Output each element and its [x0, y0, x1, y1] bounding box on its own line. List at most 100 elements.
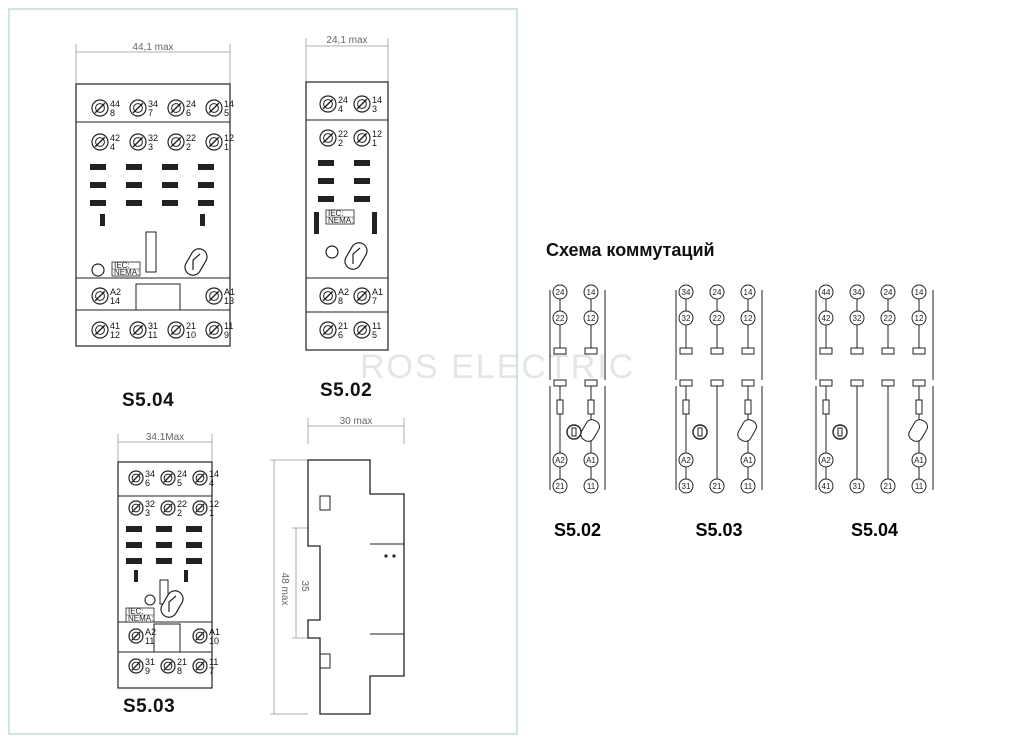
s503-terminal: 245 — [160, 469, 187, 488]
s503-terminal: 346 — [128, 469, 155, 488]
scheme-pin-label: 22 — [556, 314, 565, 323]
terminal-code: A1 — [372, 287, 383, 297]
scheme-pin-label: 12 — [587, 314, 596, 323]
scheme-pin-label: 11 — [587, 482, 596, 491]
s503-terminal: 121 — [192, 499, 219, 518]
label-s502: S5.02 — [320, 380, 373, 401]
scheme-pin-label: 12 — [744, 314, 753, 323]
terminal-number: 6 — [338, 330, 343, 340]
svg-text:NEMA:: NEMA: — [128, 614, 153, 623]
scheme-pin-label: 22 — [884, 314, 893, 323]
scheme-pin — [880, 284, 896, 300]
scheme-pin — [552, 452, 568, 468]
contact-slot — [90, 164, 106, 170]
label-s503: S5.03 — [123, 696, 176, 717]
terminal-number: 4 — [209, 478, 214, 488]
s503-terminal: 319 — [128, 657, 155, 676]
scheme-title: Схема коммутаций — [546, 240, 715, 260]
scheme-pin — [552, 310, 568, 326]
terminal-code: 31 — [148, 321, 158, 331]
s504-terminal: 121 — [205, 133, 234, 152]
terminal-code: 24 — [338, 95, 348, 105]
terminal-number: 2 — [177, 508, 182, 518]
side-height-dim: 48 max — [279, 573, 290, 606]
s502-width-dim: 24,1 max — [326, 35, 367, 46]
contact-slot — [90, 200, 106, 206]
scheme-pin-label: 22 — [713, 314, 722, 323]
svg-text:IEC:: IEC: — [114, 261, 130, 270]
socket-s502-drawing: 24,1 max 244143222121IEC:NEMA:A28A172161… — [305, 35, 389, 351]
terminal-code: 34 — [145, 469, 155, 479]
contact-slot — [162, 182, 178, 188]
scheme-pin-label: 32 — [853, 314, 862, 323]
terminal-code: A2 — [338, 287, 349, 297]
terminal-number: 11 — [145, 636, 154, 646]
terminal-code: A2 — [145, 627, 156, 637]
s504-terminal: 323 — [129, 133, 158, 152]
terminal-code: 21 — [338, 321, 348, 331]
s504-terminal: 145 — [205, 99, 234, 118]
terminal-number: 5 — [177, 478, 182, 488]
scheme-pin — [678, 310, 694, 326]
contact-slot — [156, 526, 172, 532]
s502-terminal: A17 — [353, 287, 383, 306]
iec-nema-badge: IEC:NEMA: — [325, 209, 355, 225]
scheme-pin — [740, 478, 756, 494]
terminal-code: 31 — [145, 657, 155, 667]
coil-symbol — [184, 248, 208, 276]
contact-slot — [198, 200, 214, 206]
terminal-number: 8 — [177, 666, 182, 676]
scheme-pin-label: 14 — [744, 288, 753, 297]
terminal-number: 4 — [338, 104, 343, 114]
s504-terminal: 222 — [167, 133, 196, 152]
s502-terminal: A28 — [319, 287, 349, 306]
scheme-pin — [583, 478, 599, 494]
scheme-pin — [583, 452, 599, 468]
s502-terminal: 216 — [319, 321, 348, 340]
scheme-label: S5.02 — [554, 520, 601, 540]
scheme-pin — [880, 478, 896, 494]
terminal-code: 34 — [148, 99, 158, 109]
s503-terminal: 222 — [160, 499, 187, 518]
terminal-code: 12 — [209, 499, 219, 509]
scheme-pin-label: 31 — [853, 482, 862, 491]
terminal-number: 9 — [145, 666, 150, 676]
scheme-pin-label: 32 — [682, 314, 691, 323]
terminal-code: 42 — [110, 133, 120, 143]
terminal-code: 32 — [145, 499, 155, 509]
coil-symbol — [160, 590, 184, 618]
scheme-pin-label: A2 — [555, 456, 565, 465]
terminal-number: 2 — [186, 142, 191, 152]
contact-slot — [162, 200, 178, 206]
terminal-code: 44 — [110, 99, 120, 109]
scheme-pin — [583, 310, 599, 326]
contact-slot — [318, 160, 334, 166]
scheme-pin-label: 24 — [556, 288, 565, 297]
coil-symbol — [344, 242, 368, 270]
scheme-label: S5.04 — [851, 520, 898, 540]
scheme-pin — [678, 452, 694, 468]
scheme-pin-label: 34 — [853, 288, 862, 297]
s504-terminal: 246 — [167, 99, 196, 118]
scheme-pin-label: A2 — [681, 456, 691, 465]
terminal-code: 22 — [338, 129, 348, 139]
scheme-pin — [849, 284, 865, 300]
scheme-pin-label: 11 — [915, 482, 924, 491]
s502-terminal: 244 — [319, 95, 348, 114]
terminal-number: 11 — [148, 330, 157, 340]
s503-terminal: 218 — [160, 657, 187, 676]
scheme-pin — [740, 310, 756, 326]
contact-slot — [156, 558, 172, 564]
contact-slot — [162, 164, 178, 170]
contact-slot — [354, 178, 370, 184]
contact-slot — [126, 182, 142, 188]
scheme-pin-label: A2 — [821, 456, 831, 465]
scheme-pin-label: A1 — [914, 456, 924, 465]
s503-width-dim: 34.1Max — [146, 432, 184, 443]
terminal-number: 7 — [209, 666, 214, 676]
scheme-pin — [740, 452, 756, 468]
contact-slot — [126, 526, 142, 532]
